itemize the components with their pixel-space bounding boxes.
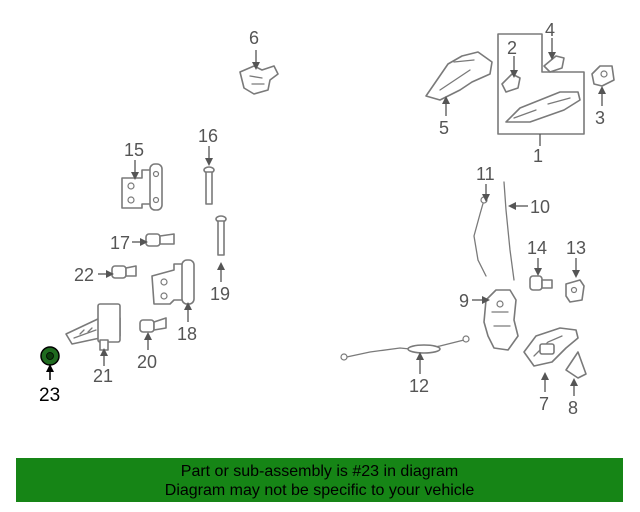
callout-9: 9 <box>459 291 469 311</box>
callout-22: 22 <box>74 265 94 285</box>
part-13 <box>565 279 585 303</box>
part-20 <box>139 317 167 333</box>
callout-17: 17 <box>110 233 130 253</box>
part-10 <box>503 181 515 281</box>
banner-line-2: Diagram may not be specific to your vehi… <box>164 482 475 499</box>
callout-5: 5 <box>439 118 449 138</box>
callout-6: 6 <box>249 28 259 48</box>
part-6 <box>239 65 279 95</box>
part-17 <box>145 233 175 247</box>
part-16 <box>203 166 215 205</box>
callout-13: 13 <box>566 238 586 258</box>
callout-18: 18 <box>177 324 197 344</box>
part-18 <box>151 259 195 305</box>
leader-lines <box>46 38 606 396</box>
callout-15: 15 <box>124 140 144 160</box>
part-4 <box>543 55 565 73</box>
part-14 <box>529 275 553 291</box>
callout-23: 23 <box>39 385 60 406</box>
part-15 <box>121 163 163 211</box>
info-banner: Part or sub-assembly is #23 in diagram D… <box>16 458 623 502</box>
banner-line-1: Part or sub-assembly is #23 in diagram <box>180 463 459 480</box>
callout-11: 11 <box>476 164 495 184</box>
callout-2: 2 <box>507 38 517 58</box>
callout-8: 8 <box>568 398 578 418</box>
part-23 <box>40 346 60 366</box>
part-11 <box>473 196 488 277</box>
part-7 <box>523 327 579 367</box>
part-8 <box>565 351 587 379</box>
callout-3: 3 <box>595 108 605 128</box>
part-12 <box>340 335 470 361</box>
callout-20: 20 <box>137 352 157 372</box>
callout-21: 21 <box>93 366 113 386</box>
part-1-assembly <box>497 33 585 135</box>
part-2 <box>501 73 521 93</box>
callout-19: 19 <box>210 284 230 304</box>
callout-4: 4 <box>545 20 555 40</box>
part-22 <box>111 265 137 279</box>
part-5 <box>425 51 493 101</box>
callout-14: 14 <box>527 238 547 258</box>
callout-10: 10 <box>530 197 550 217</box>
callout-16: 16 <box>198 126 218 146</box>
part-9 <box>483 289 519 351</box>
part-19 <box>215 215 227 256</box>
callout-7: 7 <box>539 394 549 414</box>
callout-12: 12 <box>409 376 429 396</box>
part-3 <box>591 65 615 87</box>
part-21 <box>65 303 121 351</box>
callout-1: 1 <box>533 146 543 166</box>
